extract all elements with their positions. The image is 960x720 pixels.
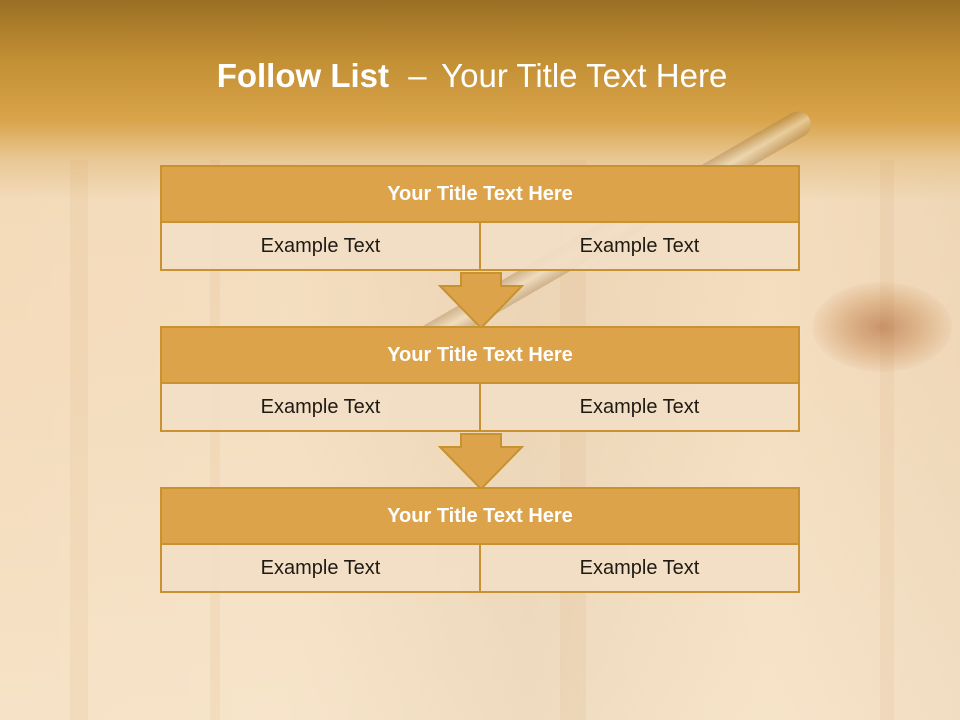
block-row: Example Text Example Text — [162, 545, 798, 591]
wood-grain — [210, 160, 220, 720]
block-title: Your Title Text Here — [162, 328, 798, 384]
slide-title-bold: Follow List — [216, 57, 390, 94]
slide-title-rest: Your Title Text Here — [441, 57, 728, 94]
wood-grain — [70, 160, 88, 720]
block-cell-left: Example Text — [260, 395, 381, 418]
slide-title-separator: – — [408, 57, 427, 94]
follow-block-2: Your Title Text Here Example Text Exampl… — [160, 326, 800, 432]
down-arrow-icon — [438, 433, 524, 491]
block-cell-left: Example Text — [260, 556, 381, 579]
block-cell-right: Example Text — [479, 384, 798, 430]
wood-knot — [812, 282, 952, 372]
block-cell-right: Example Text — [479, 223, 798, 269]
down-arrow-icon — [438, 272, 524, 330]
block-row: Example Text Example Text — [162, 223, 798, 269]
follow-block-3: Your Title Text Here Example Text Exampl… — [160, 487, 800, 593]
follow-block-1: Your Title Text Here Example Text Exampl… — [160, 165, 800, 271]
wood-grain — [880, 160, 894, 720]
slide-title: Follow List – Your Title Text Here — [0, 52, 944, 100]
block-title: Your Title Text Here — [162, 167, 798, 223]
block-cell-right: Example Text — [479, 545, 798, 591]
block-row: Example Text Example Text — [162, 384, 798, 430]
block-title: Your Title Text Here — [162, 489, 798, 545]
block-cell-left: Example Text — [260, 234, 381, 257]
